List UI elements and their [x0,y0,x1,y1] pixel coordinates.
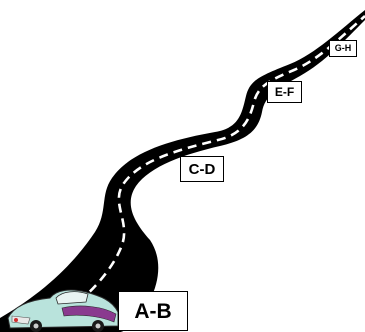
milestone-label-cd: C-D [180,156,224,182]
classic-car-image [7,289,119,332]
milestone-label-ef: E-F [267,81,302,103]
road-center-dashes [54,15,365,322]
milestone-label-gh: G-H [329,40,357,57]
milestone-label-ab: A-B [118,291,188,331]
